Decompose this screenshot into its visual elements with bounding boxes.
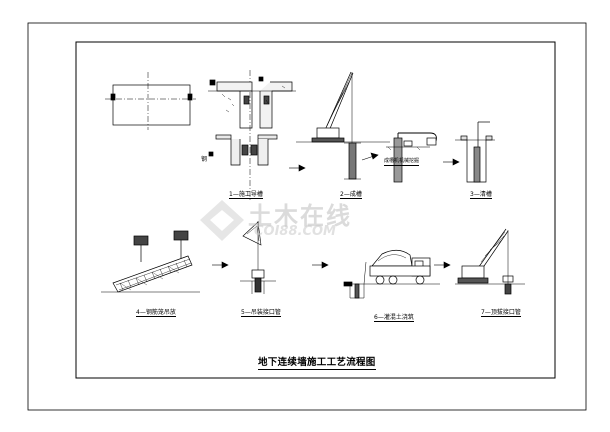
side-mark: 钢 <box>201 156 208 163</box>
step5-joint-pipe <box>240 221 276 294</box>
watermark: 土木在线 COI88.COM <box>198 198 413 243</box>
step4-cage-lifting <box>101 230 200 293</box>
flow-arrows <box>212 152 460 269</box>
step7-pulling-pipe <box>455 228 525 295</box>
plan-view <box>105 72 196 130</box>
step3-clearing <box>455 121 495 183</box>
step6-concrete-pouring <box>343 249 440 299</box>
step1-guide-trench <box>208 70 296 200</box>
step-label-5: 5—吊装接口管 <box>241 309 281 317</box>
inner-frame <box>75 41 556 379</box>
trench-excavator <box>386 132 437 183</box>
trench-note: 成槽机机械挖掘 <box>384 158 420 166</box>
step-label-3: 3—清槽 <box>470 191 492 199</box>
diagram-title: 地下连续墙施工工艺流程图 <box>258 354 376 370</box>
watermark-en-text: COI88.COM <box>254 224 336 239</box>
step-label-6: 6—灌混土浇筑 <box>374 314 414 322</box>
outer-frame <box>27 22 587 411</box>
step2-trenching-crane <box>296 71 390 180</box>
watermark-cn-text: 土木在线 <box>248 202 352 230</box>
step-label-7: 7—顶拔接口管 <box>481 309 521 317</box>
step-label-2: 2—成槽 <box>340 191 362 199</box>
watermark-logo-icon <box>200 200 244 241</box>
step-label-4: 4—钢筋笼吊放 <box>136 309 176 317</box>
step-label-1: 1—施工导槽 <box>229 191 263 199</box>
